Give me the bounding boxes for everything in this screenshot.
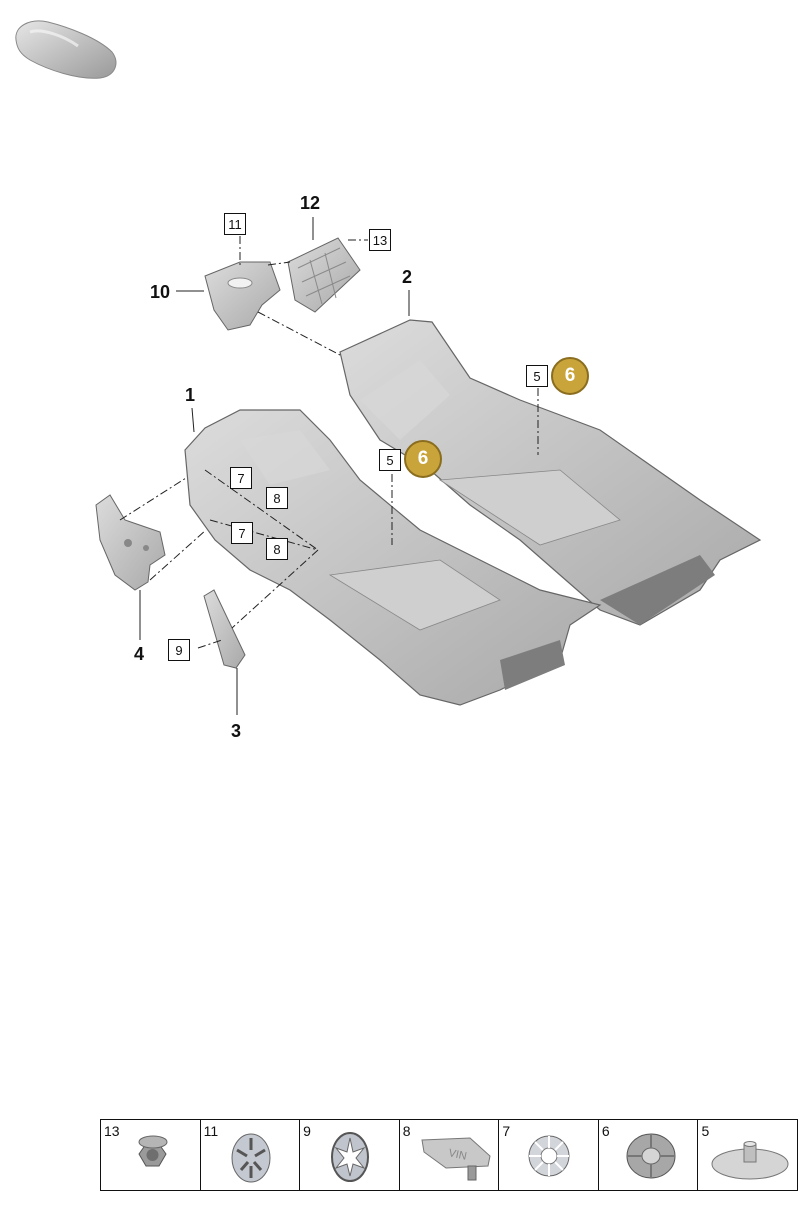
- callout-part-1: 1: [185, 385, 196, 405]
- vin-cover-icon: VIN: [421, 1137, 491, 1181]
- side-bracket: [95, 494, 166, 591]
- legend-num: 5: [701, 1123, 710, 1139]
- callout-part-10: 10: [150, 282, 171, 302]
- parts-legend: 13 11 9 8 VIN 7: [100, 1119, 798, 1191]
- front-floor-carpet: [184, 409, 602, 706]
- highlight-badge-6[interactable]: 6: [404, 440, 442, 478]
- legend-cell-7[interactable]: 7: [499, 1120, 599, 1190]
- ref-box-8: 8: [266, 487, 288, 509]
- star-washer-icon: [331, 1132, 370, 1182]
- ref-box-5: 5: [526, 365, 548, 387]
- legend-cell-13[interactable]: 13: [101, 1120, 201, 1190]
- highlight-badge-6[interactable]: 6: [551, 357, 589, 395]
- ref-box-7: 7: [230, 467, 252, 489]
- legend-num: 13: [104, 1123, 120, 1139]
- legend-cell-11[interactable]: 11: [201, 1120, 301, 1190]
- legend-num: 11: [203, 1123, 219, 1139]
- callout-part-4: 4: [134, 644, 145, 664]
- wedge-pad: [203, 589, 246, 669]
- plastic-clip-icon: [626, 1133, 676, 1179]
- ref-box-13: 13: [369, 229, 391, 251]
- legend-cell-5[interactable]: 5: [698, 1120, 797, 1190]
- callout-part-12: 12: [300, 193, 321, 213]
- svg-text:VIN: VIN: [447, 1147, 467, 1163]
- legend-num: 6: [601, 1123, 610, 1139]
- spring-clip-icon: [528, 1135, 570, 1177]
- vehicle-silhouette-icon: [15, 20, 117, 79]
- legend-num: 9: [303, 1123, 311, 1139]
- mount-block: [204, 261, 281, 331]
- ref-box-11: 11: [224, 213, 246, 235]
- ref-box-8: 8: [266, 538, 288, 560]
- legend-num: 8: [402, 1123, 411, 1139]
- exploded-parts-diagram: [95, 217, 762, 715]
- grid-pad: [287, 237, 361, 313]
- slotted-clip-icon: [231, 1133, 271, 1183]
- ref-box-9: 9: [168, 639, 190, 661]
- callout-part-2: 2: [402, 267, 413, 287]
- legend-cell-9[interactable]: 9: [300, 1120, 400, 1190]
- legend-cell-6[interactable]: 6: [599, 1120, 699, 1190]
- hex-nut-icon: [138, 1135, 168, 1167]
- legend-cell-8[interactable]: 8 VIN: [400, 1120, 500, 1190]
- callout-part-3: 3: [231, 721, 242, 741]
- ref-box-7: 7: [231, 522, 253, 544]
- legend-num: 7: [502, 1123, 511, 1139]
- ref-box-5: 5: [379, 449, 401, 471]
- disc-clip-icon: [711, 1141, 789, 1180]
